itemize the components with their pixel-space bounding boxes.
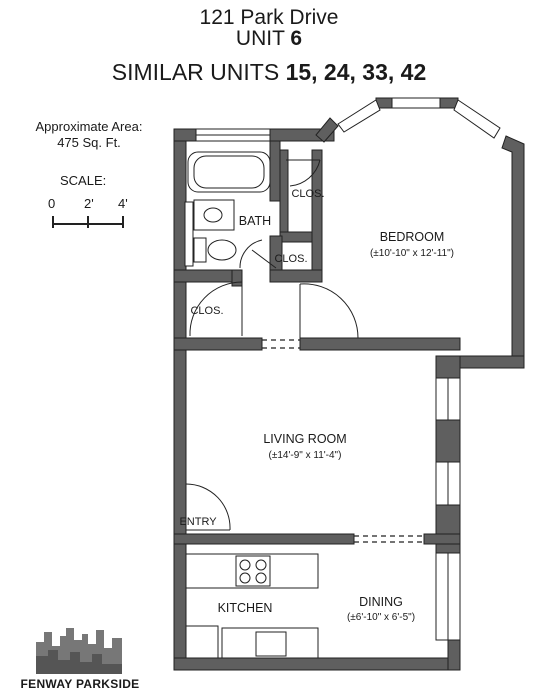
- wall-lowclos-stub: [231, 269, 243, 287]
- sink-counter: [193, 199, 235, 231]
- clos-lower-label: CLOS.: [190, 305, 223, 317]
- similar-units-list: 15, 24, 33, 42: [285, 59, 427, 85]
- scale-tick-2: 2': [84, 196, 94, 211]
- wall-living-right-low: [435, 504, 461, 554]
- wall-bath-bottom: [173, 269, 241, 283]
- clos-upper-door: [286, 159, 321, 187]
- wall-bath-right-upper: [269, 140, 281, 202]
- dining-label: DINING: [359, 595, 403, 609]
- skyline-logo-icon: [36, 628, 122, 674]
- scale-tick-4: 4': [118, 196, 128, 211]
- clos-upper-label: CLOS.: [291, 188, 324, 200]
- bedroom-dim: (±10'-10" x 12'-11"): [370, 248, 454, 259]
- window-bedroom-left: [337, 99, 381, 133]
- address-title: 121 Park Drive: [199, 6, 339, 29]
- kitchen-label: KITCHEN: [218, 601, 273, 615]
- wall-bay-left-diag: [315, 117, 339, 143]
- scale-bar: [52, 216, 124, 228]
- kitchen-sink: [255, 631, 287, 657]
- bedroom-door: [299, 283, 359, 339]
- wall-clos2-bottom: [269, 269, 323, 283]
- wall-dining-top-stub: [423, 533, 461, 545]
- wall-living-top-right: [299, 337, 461, 351]
- scale-label: SCALE:: [60, 173, 107, 188]
- entry-label: ENTRY: [179, 516, 217, 528]
- wall-bedroom-right: [501, 135, 525, 369]
- living-label: LIVING ROOM: [263, 432, 346, 446]
- area-label: Approximate Area:: [35, 119, 143, 134]
- area-value: 475 Sq. Ft.: [57, 135, 121, 150]
- sink: [203, 207, 223, 223]
- wall-top-left: [173, 128, 197, 142]
- fenway-parkside-logo-text: FENWAY PARKSIDE: [20, 677, 140, 691]
- clos-middle-label: CLOS.: [274, 253, 307, 265]
- wall-kitchen-top: [173, 533, 355, 545]
- similar-units-prefix: SIMILAR UNITS: [111, 59, 280, 85]
- similar-units-line: SIMILAR UNITS 15, 24, 33, 42: [0, 59, 538, 86]
- clos-mid-door: [239, 239, 277, 269]
- toilet-tank: [193, 237, 207, 263]
- wall-living-right-mid: [435, 419, 461, 463]
- wall-living-top-left: [173, 337, 263, 351]
- dining-dim: (±6'-10" x 6'-5"): [347, 612, 415, 623]
- window-bedroom-right: [453, 99, 501, 139]
- toilet-bowl: [207, 239, 237, 261]
- wall-step-block: [435, 355, 461, 379]
- unit-prefix: UNIT: [235, 27, 285, 50]
- bedroom-label: BEDROOM: [380, 230, 445, 244]
- wall-top-mid: [269, 128, 323, 142]
- entry-door: [185, 483, 231, 531]
- wall-left: [173, 128, 187, 670]
- wall-bottom: [173, 657, 461, 671]
- wall-clos-left: [279, 149, 289, 241]
- living-dim: (±14'-9" x 11'-4"): [269, 450, 342, 461]
- unit-number: 6: [290, 27, 303, 50]
- unit-title: UNIT 6: [0, 27, 538, 51]
- window-bedroom-top: [391, 97, 441, 109]
- lowclos-door: [189, 281, 243, 337]
- refrigerator: [185, 625, 219, 659]
- bath-label: BATH: [239, 214, 271, 228]
- scale-tick-0: 0: [48, 196, 56, 211]
- wall-bottom-right: [447, 639, 461, 671]
